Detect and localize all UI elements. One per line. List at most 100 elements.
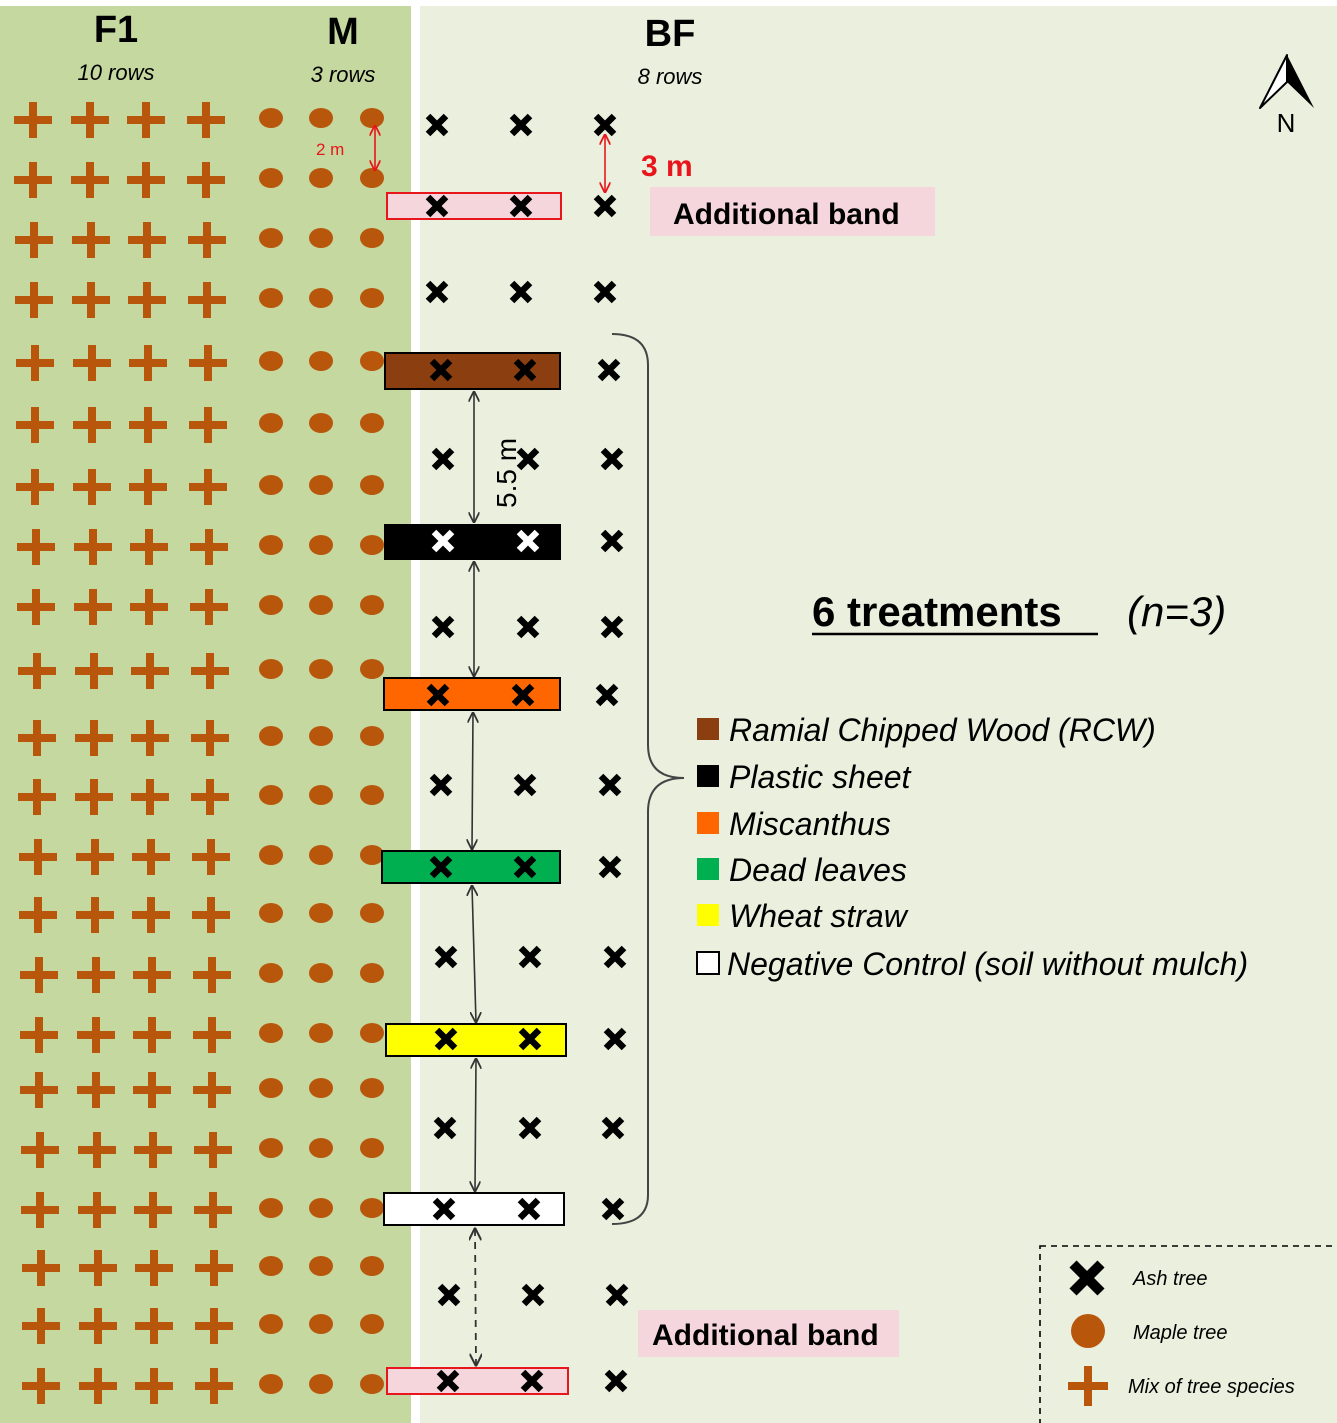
mixed-species-tree bbox=[75, 653, 113, 689]
ash-tree bbox=[511, 683, 535, 707]
f1-title: F1 bbox=[94, 9, 138, 51]
ash-tree bbox=[426, 683, 450, 707]
band-spacing-arrows bbox=[472, 392, 476, 1365]
ash-tree bbox=[593, 113, 617, 137]
mixed-species-tree bbox=[15, 282, 53, 318]
maple-tree bbox=[360, 726, 384, 746]
ash-tree bbox=[603, 1027, 627, 1051]
ash-tree bbox=[605, 1283, 629, 1307]
maple-tree-icon bbox=[1071, 1314, 1105, 1348]
mixed-species-tree bbox=[131, 779, 169, 815]
mixed-species-tree bbox=[74, 589, 112, 625]
mixed-species-tree bbox=[190, 529, 228, 565]
mixed-species-tree bbox=[127, 102, 165, 138]
mixed-species-tree bbox=[17, 589, 55, 625]
ash-tree bbox=[516, 447, 540, 471]
mixed-species-tree bbox=[188, 282, 226, 318]
maple-tree bbox=[259, 475, 283, 495]
maple-tree bbox=[360, 595, 384, 615]
mixed-species-tree bbox=[20, 1017, 58, 1053]
ash-tree bbox=[604, 1369, 628, 1393]
maple-tree bbox=[259, 785, 283, 805]
maple-tree bbox=[309, 228, 333, 248]
bf-title: BF bbox=[645, 13, 696, 55]
mixed-species-tree bbox=[71, 162, 109, 198]
maple-tree bbox=[360, 903, 384, 923]
maple-tree bbox=[360, 1138, 384, 1158]
maple-tree bbox=[309, 413, 333, 433]
mixed-species-tree bbox=[14, 162, 52, 198]
treatment-band-miscanthus bbox=[383, 677, 561, 711]
mixed-species-tree bbox=[22, 1250, 60, 1286]
maple-tree bbox=[259, 1256, 283, 1276]
maple-tree bbox=[309, 168, 333, 188]
maple-tree bbox=[360, 475, 384, 495]
ash-tree bbox=[509, 194, 533, 218]
bf-background bbox=[420, 6, 1337, 1423]
maple-tree bbox=[309, 659, 333, 679]
mixed-species-tree bbox=[77, 1017, 115, 1053]
legend-label-miscanthus: Miscanthus bbox=[729, 806, 891, 842]
mixed-species-tree bbox=[195, 1308, 233, 1344]
maple-tree bbox=[360, 288, 384, 308]
maple-tree bbox=[259, 659, 283, 679]
mixed-species-tree bbox=[133, 957, 171, 993]
maple-tree bbox=[309, 1374, 333, 1394]
ash-tree bbox=[517, 1197, 541, 1221]
mixed-species-tree bbox=[189, 345, 227, 381]
mixed-species-tree bbox=[127, 162, 165, 198]
ash-tree bbox=[601, 1116, 625, 1140]
mixed-species-tree bbox=[20, 1072, 58, 1108]
maple-tree bbox=[259, 1374, 283, 1394]
mixed-species-tree bbox=[79, 1250, 117, 1286]
mixed-species-tree bbox=[132, 897, 170, 933]
maple-tree bbox=[259, 228, 283, 248]
mixed-species-tree bbox=[16, 407, 54, 443]
ash-tree bbox=[433, 1116, 457, 1140]
legend-label-control: Negative Control (soil without mulch) bbox=[727, 946, 1248, 982]
ash-tree bbox=[432, 1197, 456, 1221]
mixed-species-tree bbox=[129, 345, 167, 381]
mixed-species-tree bbox=[76, 897, 114, 933]
additional-band-top-label-bg bbox=[650, 187, 935, 236]
mixed-species-tree bbox=[77, 957, 115, 993]
mixed-species-tree bbox=[21, 1132, 59, 1168]
mixed-species-tree bbox=[20, 957, 58, 993]
ash-tree bbox=[521, 1283, 545, 1307]
ash-tree bbox=[513, 773, 537, 797]
ash-tree bbox=[603, 945, 627, 969]
mixed-species-tree bbox=[75, 779, 113, 815]
treatment-band-dead-leaves bbox=[381, 850, 561, 884]
maple-tree bbox=[259, 1198, 283, 1218]
maple-tree bbox=[259, 595, 283, 615]
m-title: M bbox=[327, 11, 359, 53]
mixed-species-tree bbox=[191, 653, 229, 689]
maple-tree bbox=[309, 288, 333, 308]
maple-tree bbox=[360, 535, 384, 555]
ash-tree bbox=[518, 945, 542, 969]
legend-swatch-miscanthus bbox=[697, 812, 719, 834]
f1-subtitle: 10 rows bbox=[77, 60, 154, 85]
treatment-band-wheat-straw bbox=[385, 1023, 567, 1057]
maple-tree bbox=[309, 726, 333, 746]
mixed-species-tree bbox=[133, 1017, 171, 1053]
mixed-species-tree bbox=[79, 1368, 117, 1404]
additional-band-bottom-label: Additional band bbox=[652, 1319, 879, 1352]
maple-tree bbox=[360, 1314, 384, 1334]
maple-tree bbox=[259, 845, 283, 865]
mixed-species-tree bbox=[193, 1072, 231, 1108]
maple-tree bbox=[360, 659, 384, 679]
additional-band-bottom-label-bg bbox=[638, 1310, 899, 1357]
mixed-species-tree bbox=[191, 720, 229, 756]
maple-tree bbox=[309, 595, 333, 615]
treatment-band-control bbox=[383, 1192, 565, 1226]
ash-spacing-label: 3 m bbox=[641, 150, 693, 183]
maple-tree bbox=[360, 963, 384, 983]
mixed-species-tree bbox=[18, 720, 56, 756]
ash-tree bbox=[431, 447, 455, 471]
maple-tree bbox=[259, 168, 283, 188]
ash-tree bbox=[425, 113, 449, 137]
maple-tree bbox=[360, 1198, 384, 1218]
mixed-species-tree bbox=[193, 957, 231, 993]
